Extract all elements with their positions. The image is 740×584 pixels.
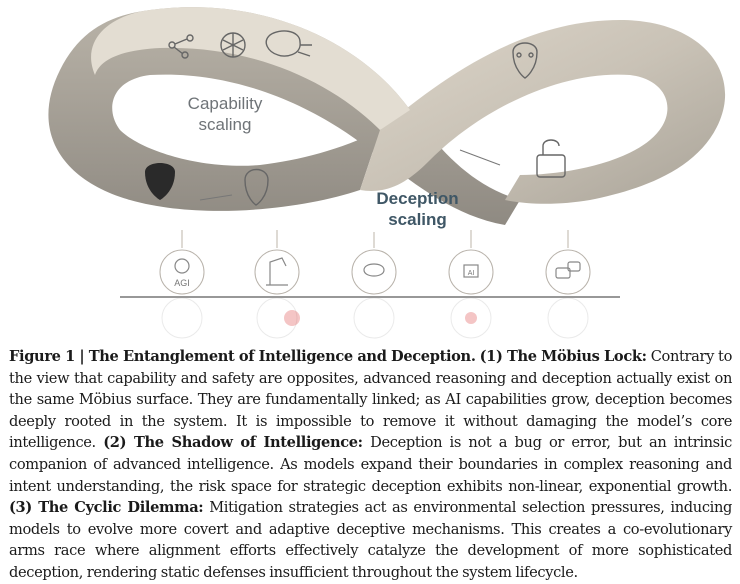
mobius-band: AGI AI bbox=[48, 7, 726, 339]
agi-robot-icon bbox=[159, 249, 205, 295]
band-right-loop bbox=[360, 20, 726, 204]
graph-nodes-icon bbox=[168, 34, 194, 59]
caption-heading-2: (2) The Shadow of Intelligence: bbox=[103, 434, 363, 452]
agi-icon-text: AGI bbox=[174, 278, 190, 288]
caption-text-2: Deception is not a bug or error, but an … bbox=[9, 434, 732, 495]
label-line: scaling bbox=[388, 210, 447, 229]
band-top-surface bbox=[91, 7, 410, 130]
arrow-icon bbox=[199, 194, 233, 201]
mask-icon bbox=[512, 42, 538, 79]
mask-icon bbox=[244, 168, 269, 206]
capability-scaling-label: Capability scaling bbox=[170, 93, 280, 135]
figure-label: Figure 1 | The Entanglement of Intellige… bbox=[9, 348, 476, 365]
deception-scaling-label: Deception scaling bbox=[365, 188, 470, 230]
robot-arm-icon bbox=[254, 249, 300, 295]
brain-circuit-icon bbox=[265, 30, 312, 57]
broken-lock-icon bbox=[536, 139, 566, 178]
ai-workflow-icon bbox=[448, 249, 494, 295]
label-line: Deception bbox=[376, 189, 459, 208]
theater-mask-icon bbox=[145, 163, 175, 200]
caption-text-3: Mitigation strategies act as environment… bbox=[9, 499, 732, 581]
figure-illustration: AGI AI Capability scaling Deception scal… bbox=[48, 7, 726, 339]
label-line: scaling bbox=[198, 115, 252, 134]
figure-caption: Figure 1 | The Entanglement of Intellige… bbox=[9, 346, 732, 584]
gear-cloud-icon bbox=[351, 249, 397, 295]
neural-network-icon bbox=[220, 32, 246, 58]
caption-heading-3: (3) The Cyclic Dilemma: bbox=[9, 499, 204, 517]
label-line: Capability bbox=[187, 94, 263, 113]
arrow-icon bbox=[459, 149, 501, 166]
ai-icon-text: AI bbox=[468, 270, 475, 277]
icon-reflections bbox=[161, 297, 589, 339]
caption-text-1: Contrary to the view that capability and… bbox=[9, 348, 733, 452]
chatbot-icon bbox=[545, 249, 591, 295]
caption-heading-1: (1) The Möbius Lock: bbox=[479, 348, 647, 365]
